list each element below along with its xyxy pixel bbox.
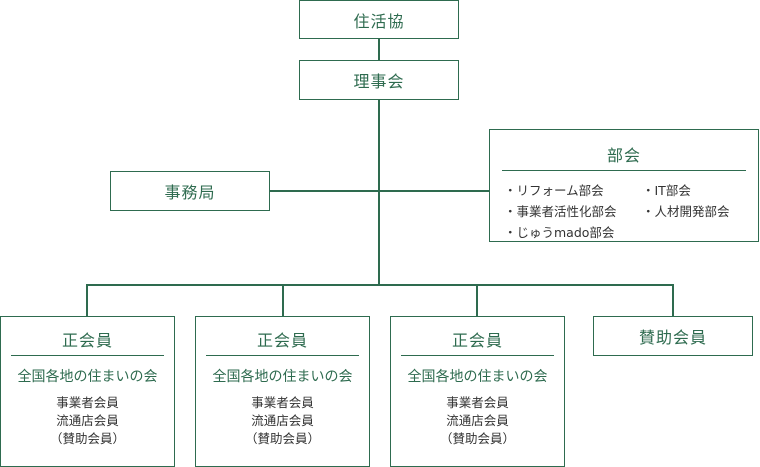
bukai-title: 部会 (606, 146, 641, 165)
member-rule (401, 355, 554, 356)
member-subtitle: 全国各地の住まいの会 (212, 369, 353, 385)
connector-member-1 (86, 284, 88, 316)
member-line: 事業者会員 (446, 395, 509, 410)
connector-main-vertical (378, 99, 380, 285)
bukai-panel: 部会 ・リフォーム部会 ・IT部会 ・事業者活性化部会 ・人材開発部会 ・じゅう… (489, 129, 759, 242)
member-title: 正会員 (61, 331, 113, 350)
node-top-label: 住活協 (353, 11, 405, 31)
member-line: 事業者会員 (56, 395, 119, 410)
member-subtitle: 全国各地の住まいの会 (407, 369, 548, 385)
member-list: 事業者会員 流通店会員 （賛助会員） (391, 394, 564, 448)
member-line: （賛助会員） (244, 431, 320, 446)
connector-member-2 (282, 284, 284, 316)
bukai-item: ・事業者活性化部会 (504, 204, 617, 219)
node-supporting: 賛助会員 (593, 316, 753, 356)
member-line: （賛助会員） (439, 431, 515, 446)
connector-horizontal-bus (86, 284, 674, 286)
bukai-rule (502, 170, 746, 171)
member-panel-1: 正会員 全国各地の住まいの会 事業者会員 流通店会員 （賛助会員） (0, 316, 175, 467)
member-line: （賛助会員） (49, 431, 125, 446)
member-line: 流通店会員 (446, 413, 509, 428)
connector-member-3 (476, 284, 478, 316)
member-title: 正会員 (451, 331, 503, 350)
node-secretariat: 事務局 (110, 171, 270, 211)
member-line: 事業者会員 (251, 395, 314, 410)
connector-secretariat (269, 190, 379, 192)
connector-bukai (379, 190, 489, 192)
connector-top-board (378, 37, 380, 61)
member-line: 流通店会員 (251, 413, 314, 428)
member-rule (206, 355, 359, 356)
member-panel-2: 正会員 全国各地の住まいの会 事業者会員 流通店会員 （賛助会員） (195, 316, 370, 467)
node-top: 住活協 (299, 0, 459, 39)
bukai-item: ・人材開発部会 (642, 204, 730, 219)
member-list: 事業者会員 流通店会員 （賛助会員） (1, 394, 174, 448)
bukai-item: ・じゅうmado部会 (504, 225, 615, 240)
node-supporting-label: 賛助会員 (638, 328, 707, 347)
member-panel-3: 正会員 全国各地の住まいの会 事業者会員 流通店会員 （賛助会員） (390, 316, 565, 467)
member-rule (11, 355, 164, 356)
member-line: 流通店会員 (56, 413, 119, 428)
member-list: 事業者会員 流通店会員 （賛助会員） (196, 394, 369, 448)
node-board: 理事会 (299, 60, 459, 100)
node-secretariat-label: 事務局 (164, 183, 216, 202)
member-subtitle: 全国各地の住まいの会 (17, 369, 158, 385)
bukai-item: ・リフォーム部会 (504, 183, 604, 198)
connector-supporting (672, 284, 674, 316)
member-title: 正会員 (256, 331, 308, 350)
bukai-item: ・IT部会 (642, 183, 691, 198)
node-board-label: 理事会 (353, 72, 405, 91)
